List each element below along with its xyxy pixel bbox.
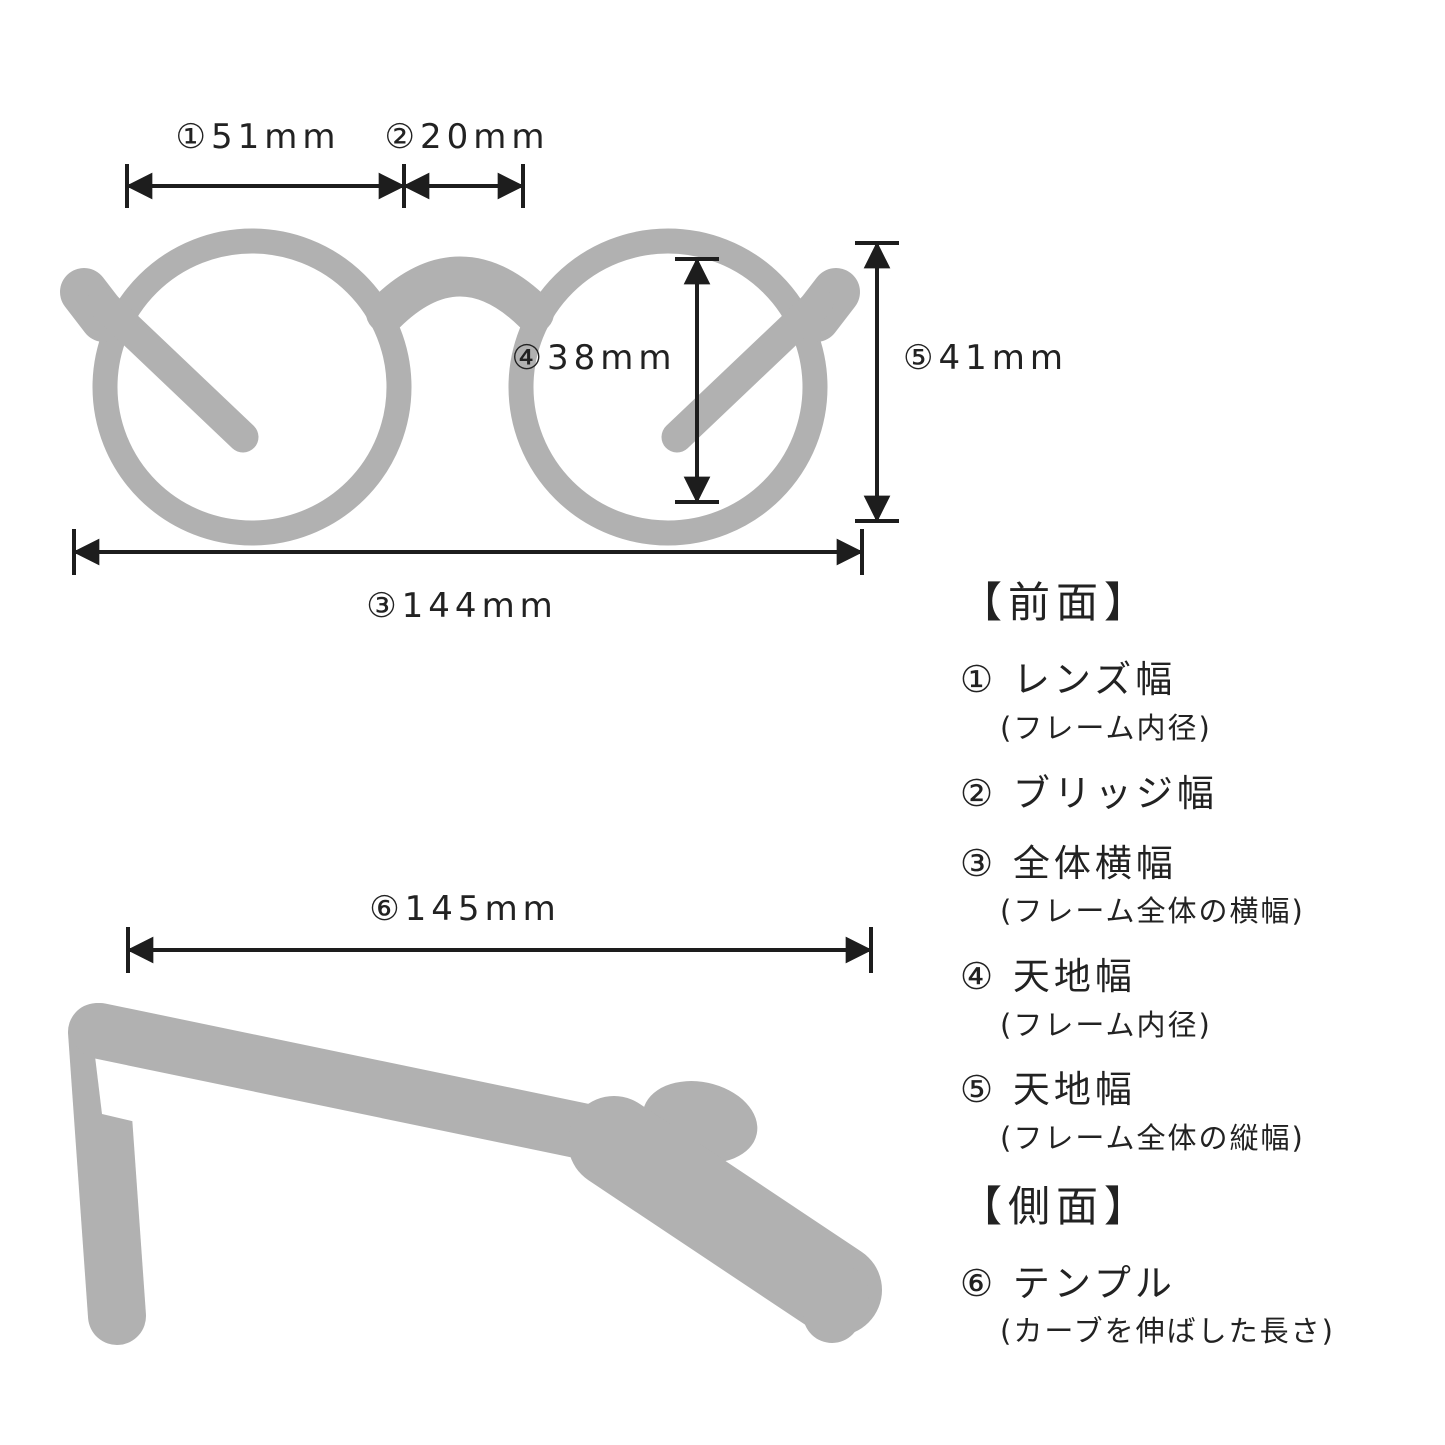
legend-term: ① レンズ幅 xyxy=(960,658,1177,702)
legend-term: ⑥ テンプル xyxy=(960,1261,1176,1305)
legend-item-lens-height: ④ 天地幅 (フレーム内径) xyxy=(960,955,1440,1042)
total-width-label: ③144mm xyxy=(366,586,558,626)
front-bridge xyxy=(366,256,554,333)
legend-front-section-title: 【前面】 xyxy=(960,578,1153,627)
front-right-lens-rim xyxy=(508,228,828,546)
side-temple-tip xyxy=(803,1265,869,1343)
legend-term: ② ブリッジ幅 xyxy=(960,771,1218,815)
side-lens-notch xyxy=(94,1048,136,1122)
frame-height-label: ⑤41mm xyxy=(903,338,1068,378)
temple-length-label: ⑥145mm xyxy=(369,889,561,929)
legend-item-frame-height: ⑤ 天地幅 (フレーム全体の縦幅) xyxy=(960,1068,1440,1155)
legend-item-bridge-width: ② ブリッジ幅 xyxy=(960,772,1440,816)
legend-term: ④ 天地幅 xyxy=(960,955,1136,999)
lens-height-label: ④38mm xyxy=(511,338,677,378)
side-temple-arm xyxy=(72,1003,653,1168)
legend-side-section-title: 【側面】 xyxy=(960,1181,1153,1231)
front-left-folded-temple xyxy=(86,287,259,453)
bridge-width-label: ②20mm xyxy=(384,117,550,157)
front-left-lens-rim xyxy=(92,228,412,546)
legend-note: (フレーム全体の縦幅) xyxy=(1000,1120,1305,1155)
legend-term: ⑤ 天地幅 xyxy=(960,1068,1136,1112)
measurement-legend: 【前面】 ① レンズ幅 (フレーム内径) ② ブリッジ幅 ③ 全体横幅 (フレー… xyxy=(960,578,1440,1375)
legend-note: (フレーム内径) xyxy=(1000,710,1212,745)
lens-width-label: ①51mm xyxy=(175,117,341,157)
side-temple-drop xyxy=(568,1096,882,1336)
legend-item-temple-length: ⑥ テンプル (カーブを伸ばした長さ) xyxy=(960,1262,1440,1349)
legend-item-total-width: ③ 全体横幅 (フレーム全体の横幅) xyxy=(960,842,1440,929)
dimension-lines xyxy=(72,164,899,973)
legend-note: (カーブを伸ばした長さ) xyxy=(1000,1314,1335,1349)
legend-term: ③ 全体横幅 xyxy=(960,841,1177,885)
legend-note: (フレーム内径) xyxy=(1000,1007,1212,1042)
legend-item-lens-width: ① レンズ幅 (フレーム内径) xyxy=(960,658,1440,745)
legend-note: (フレーム全体の横幅) xyxy=(1000,894,1305,929)
glasses-side-silhouette xyxy=(68,1003,882,1345)
glasses-front-silhouette xyxy=(60,228,860,546)
